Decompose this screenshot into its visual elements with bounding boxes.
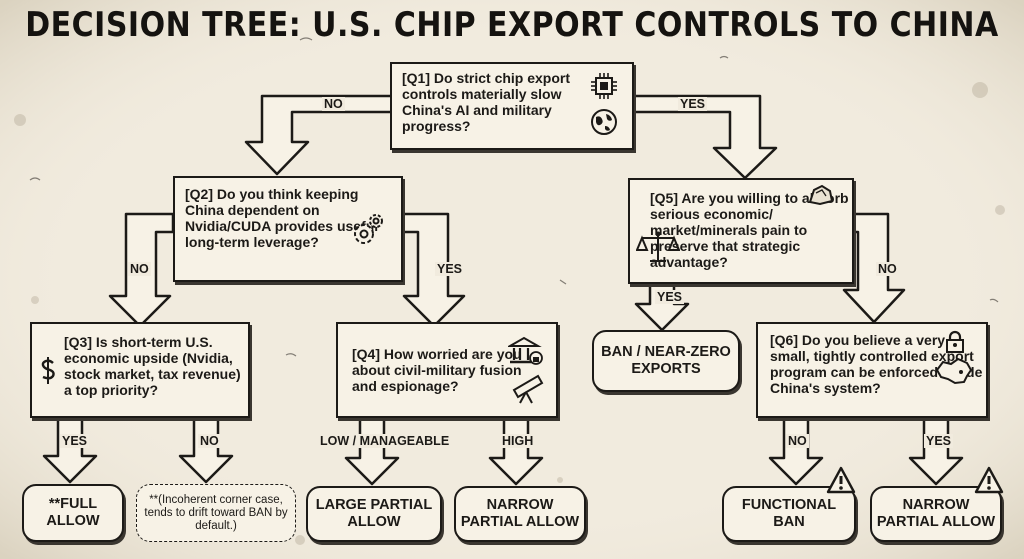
label-q1-no: NO bbox=[322, 97, 345, 111]
outcome-full-allow-label: **FULL ALLOW bbox=[46, 496, 100, 529]
outcome-narrow-partial-allow-2-label: NARROW PARTIAL ALLOW bbox=[876, 497, 996, 530]
arrow-q6-yes bbox=[908, 416, 964, 486]
question-q4-text: [Q4] How worried are you about civil-mil… bbox=[352, 346, 522, 394]
question-q3-box: [Q3] Is short-term U.S. economic upside … bbox=[30, 322, 250, 418]
page-title: DECISION TREE: U.S. CHIP EXPORT CONTROLS… bbox=[25, 5, 999, 46]
arrow-q3-no bbox=[178, 416, 234, 484]
label-q4-high: HIGH bbox=[500, 434, 536, 448]
bank-icon bbox=[508, 336, 543, 365]
warning-icon bbox=[826, 466, 856, 494]
label-q5-no: NO bbox=[876, 262, 899, 276]
outcome-large-partial-allow-label: LARGE PARTIAL ALLOW bbox=[315, 497, 433, 530]
label-q6-yes: YES bbox=[924, 434, 954, 448]
outcome-narrow-partial-allow-2: NARROW PARTIAL ALLOW bbox=[870, 486, 1002, 542]
label-q4-low: LOW / MANAGEABLE bbox=[318, 434, 452, 448]
arrow-q3-yes bbox=[42, 416, 98, 484]
question-q2-box: [Q2] Do you think keeping China dependen… bbox=[173, 176, 403, 282]
label-q5-yes: YES bbox=[655, 290, 685, 304]
outcome-ban-near-zero-label: BAN / NEAR-ZERO EXPORTS bbox=[601, 344, 731, 377]
label-q3-no: NO bbox=[198, 434, 221, 448]
outcome-ban-near-zero: BAN / NEAR-ZERO EXPORTS bbox=[592, 330, 740, 392]
question-q6-text: [Q6] Do you believe a very small, tightl… bbox=[770, 332, 983, 396]
question-q3-text: [Q3] Is short-term U.S. economic upside … bbox=[64, 334, 241, 398]
label-q2-yes: YES bbox=[435, 262, 465, 276]
outcome-corner-case: **(Incoherent corner case, tends to drif… bbox=[136, 484, 296, 542]
label-q6-no: NO bbox=[786, 434, 809, 448]
question-q5-text: [Q5] Are you willing to absorb serious e… bbox=[650, 190, 849, 270]
arrow-q5-yes bbox=[634, 282, 690, 332]
arrow-q2-yes bbox=[401, 212, 466, 328]
arrow-q4-low bbox=[344, 416, 400, 486]
arrow-q6-no bbox=[768, 416, 824, 486]
outcome-large-partial-allow: LARGE PARTIAL ALLOW bbox=[306, 486, 442, 542]
question-q2-text: [Q2] Do you think keeping China dependen… bbox=[185, 186, 379, 250]
rock-icon bbox=[808, 184, 834, 206]
outcome-functional-ban: FUNCTIONAL BAN bbox=[722, 486, 856, 542]
warning-icon bbox=[974, 466, 1004, 494]
lock-icon bbox=[946, 330, 964, 353]
question-q1-text: [Q1] Do strict chip export controls mate… bbox=[402, 70, 571, 134]
gears-icon bbox=[354, 214, 383, 244]
dollar-icon bbox=[41, 357, 55, 384]
arrow-q1-yes bbox=[632, 94, 778, 180]
label-q3-yes: YES bbox=[60, 434, 90, 448]
outcome-narrow-partial-allow-1-label: NARROW PARTIAL ALLOW bbox=[460, 497, 580, 530]
outcome-functional-ban-label: FUNCTIONAL BAN bbox=[741, 497, 837, 530]
outcome-corner-case-label: **(Incoherent corner case, tends to drif… bbox=[144, 493, 288, 532]
label-q1-yes: YES bbox=[678, 97, 708, 111]
arrow-q5-no bbox=[842, 212, 906, 324]
globe-icon bbox=[591, 109, 617, 135]
arrow-q1-no bbox=[244, 94, 394, 176]
telescope-icon bbox=[512, 374, 544, 404]
chip-icon bbox=[591, 73, 617, 99]
label-q2-no: NO bbox=[128, 262, 151, 276]
china-map-icon bbox=[935, 357, 973, 385]
scales-icon bbox=[636, 231, 680, 262]
outcome-narrow-partial-allow-1: NARROW PARTIAL ALLOW bbox=[454, 486, 586, 542]
question-q1-box: [Q1] Do strict chip export controls mate… bbox=[390, 62, 634, 150]
arrow-q4-high bbox=[488, 416, 544, 486]
outcome-full-allow: **FULL ALLOW bbox=[22, 484, 124, 542]
